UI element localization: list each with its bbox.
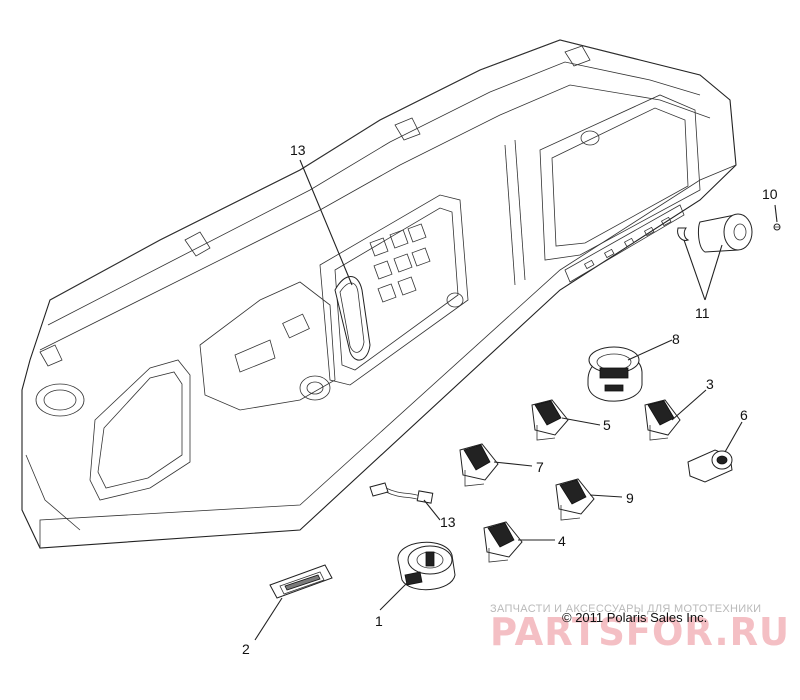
part-4-rocker-switch	[483, 521, 523, 563]
copyright-text: © 2011 Polaris Sales Inc.	[562, 610, 707, 625]
part-5-rocker-switch	[531, 399, 569, 441]
part-1-ignition-switch	[397, 541, 456, 591]
callout-4: 4	[558, 533, 566, 549]
part-3-rocker-switch	[644, 399, 681, 441]
part-9-rocker-switch	[555, 478, 595, 521]
part-6-power-outlet	[687, 449, 733, 483]
callout-3: 3	[706, 376, 714, 392]
part-12-trim-insert	[334, 276, 371, 361]
part-2-bezel-plate	[269, 564, 333, 599]
callout-9: 9	[626, 490, 634, 506]
callout-8: 8	[672, 331, 680, 347]
watermark-brand: PARTSFOR.RU	[490, 610, 790, 654]
callout-2: 2	[242, 641, 250, 657]
callout-12: 13	[290, 142, 306, 158]
callout-labels: 13 10 11 8 3 5 6 7 9 13 4 1 2	[242, 142, 778, 657]
part-10-screw	[773, 223, 781, 231]
callout-1: 1	[375, 613, 383, 629]
callout-10: 10	[762, 186, 778, 202]
part-13-wire-harness	[369, 482, 434, 504]
callout-6: 6	[740, 407, 748, 423]
callout-5: 5	[603, 417, 611, 433]
leader-lines	[254, 159, 778, 641]
watermark-subtitle: ЗАПЧАСТИ И АКСЕССУАРЫ ДЛЯ МОТОТЕХНИКИ	[490, 603, 761, 615]
part-7-rocker-switch	[459, 443, 499, 487]
vent-slots	[583, 216, 672, 270]
callout-7: 7	[536, 459, 544, 475]
switch-bank-blanks	[369, 223, 431, 303]
dashboard-panel	[21, 39, 737, 549]
part-11-socket	[677, 213, 753, 253]
callout-11: 11	[695, 305, 710, 321]
part-8-round-meter	[587, 346, 643, 402]
callout-13: 13	[440, 514, 456, 530]
watermark: ЗАПЧАСТИ И АКСЕССУАРЫ ДЛЯ МОТОТЕХНИКИ PA…	[490, 603, 790, 654]
